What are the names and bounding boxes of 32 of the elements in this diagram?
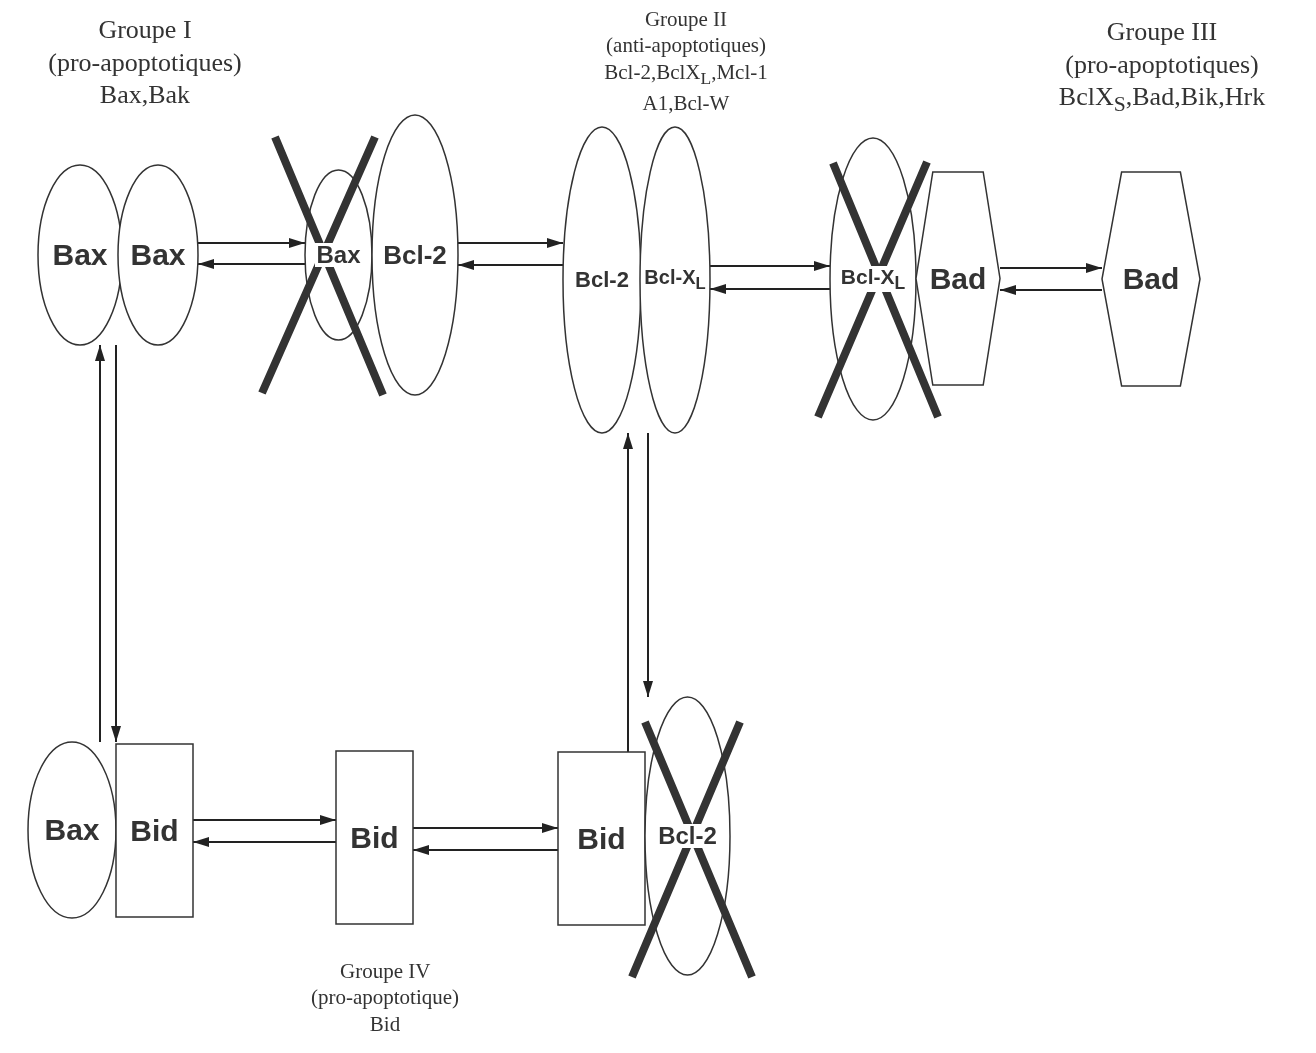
protein-ellipse	[38, 165, 122, 345]
arrow	[197, 259, 306, 269]
arrow	[197, 238, 306, 248]
arrow	[999, 263, 1103, 273]
protein-ellipse	[640, 127, 710, 433]
protein-ellipse	[28, 742, 116, 918]
protein-ellipse	[305, 170, 372, 340]
protein-name: Bcl-2	[657, 824, 718, 848]
arrow	[457, 260, 564, 270]
protein-ellipse	[645, 697, 730, 975]
protein-rectangle	[116, 744, 193, 917]
group-caption: Groupe IV (pro-apoptotique) Bid	[309, 958, 461, 1037]
protein-ellipse	[118, 165, 198, 345]
protein-ellipse	[830, 138, 916, 420]
protein-hexagon	[916, 172, 1000, 385]
arrow	[709, 284, 831, 294]
arrow	[623, 432, 633, 753]
arrow	[95, 344, 105, 743]
arrow	[709, 261, 831, 271]
protein-ellipse	[563, 127, 641, 433]
arrow	[457, 238, 564, 248]
group-caption: Groupe I (pro-apoptotiques) Bax,Bak	[47, 14, 243, 111]
group-caption: Groupe III (pro-apoptotiques) BclX$_{S}$,Bad,Bik,Hrk	[1057, 16, 1267, 119]
protein-ellipse	[372, 115, 458, 395]
protein-hexagon	[1102, 172, 1200, 386]
arrow	[999, 285, 1103, 295]
arrow	[643, 432, 653, 698]
protein-name: Bax	[315, 243, 362, 267]
group-caption: Groupe II (anti-apoptotiques) Bcl-2,BclX$_{L}$,Mcl-1 A1,Bcl-W	[603, 6, 769, 116]
arrow	[111, 344, 121, 743]
protein-rectangle	[336, 751, 413, 924]
protein-rectangle	[558, 752, 645, 925]
